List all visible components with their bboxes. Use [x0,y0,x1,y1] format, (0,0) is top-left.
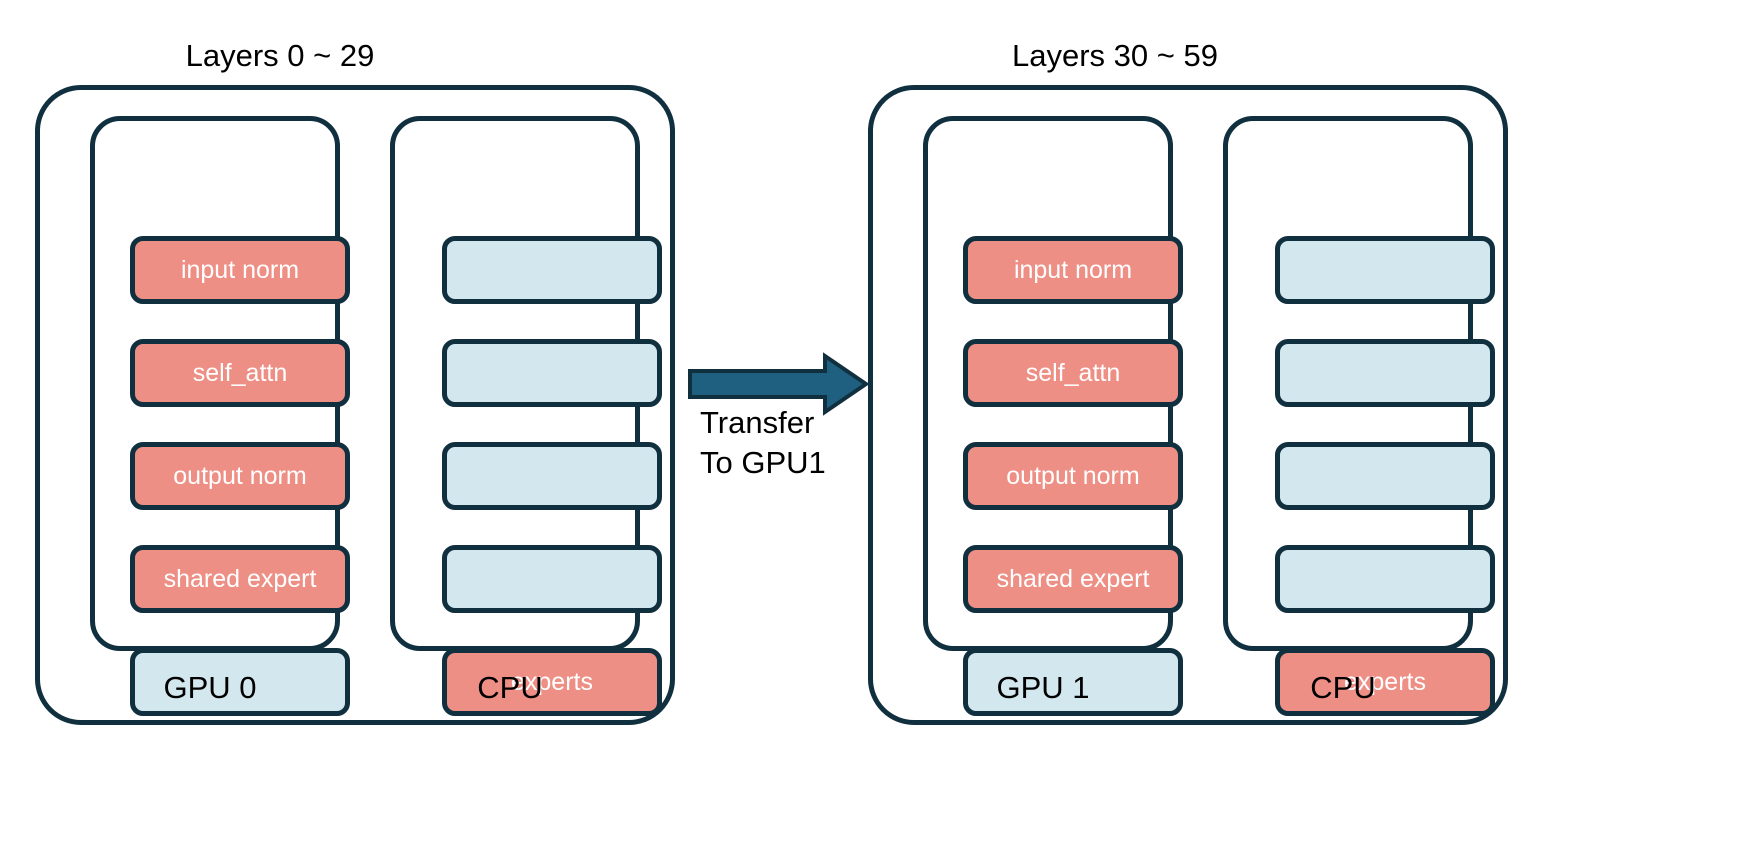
cpu-label-1: CPU [1310,670,1376,705]
block-output-norm-gpu1[interactable]: output norm [963,442,1183,510]
block-empty-cpu1-2[interactable] [1275,339,1495,407]
block-experts-cpu1[interactable]: experts [1275,648,1495,716]
group-title-right: Layers 30 ~ 59 [1012,38,1218,73]
block-shared-expert-gpu0[interactable]: shared expert [130,545,350,613]
block-empty-gpu0-5[interactable] [130,648,350,716]
block-empty-cpu1-4[interactable] [1275,545,1495,613]
gpu-label-0: GPU 0 [163,670,257,705]
block-empty-cpu0-2[interactable] [442,339,662,407]
transfer-label-line1: Transfer [700,405,815,440]
block-empty-cpu0-1[interactable] [442,236,662,304]
group-title-left: Layers 0 ~ 29 [185,38,375,73]
block-output-norm-gpu0[interactable]: output norm [130,442,350,510]
transfer-label: Transfer To GPU1 [700,403,826,484]
block-self-attn-gpu1[interactable]: self_attn [963,339,1183,407]
transfer-label-line2: To GPU1 [700,445,826,481]
device-container-group-0: input norm self_attn output norm shared … [35,85,675,725]
block-empty-cpu1-1[interactable] [1275,236,1495,304]
block-experts-cpu0[interactable]: experts [442,648,662,716]
block-empty-cpu0-3[interactable] [442,442,662,510]
device-container-group-1: input norm self_attn output norm shared … [868,85,1508,725]
block-shared-expert-gpu1[interactable]: shared expert [963,545,1183,613]
block-empty-cpu1-3[interactable] [1275,442,1495,510]
cpu-label-0: CPU [477,670,543,705]
block-empty-gpu1-5[interactable] [963,648,1183,716]
block-input-norm-gpu0[interactable]: input norm [130,236,350,304]
block-empty-cpu0-4[interactable] [442,545,662,613]
gpu-label-1: GPU 1 [996,670,1090,705]
block-self-attn-gpu0[interactable]: self_attn [130,339,350,407]
block-input-norm-gpu1[interactable]: input norm [963,236,1183,304]
